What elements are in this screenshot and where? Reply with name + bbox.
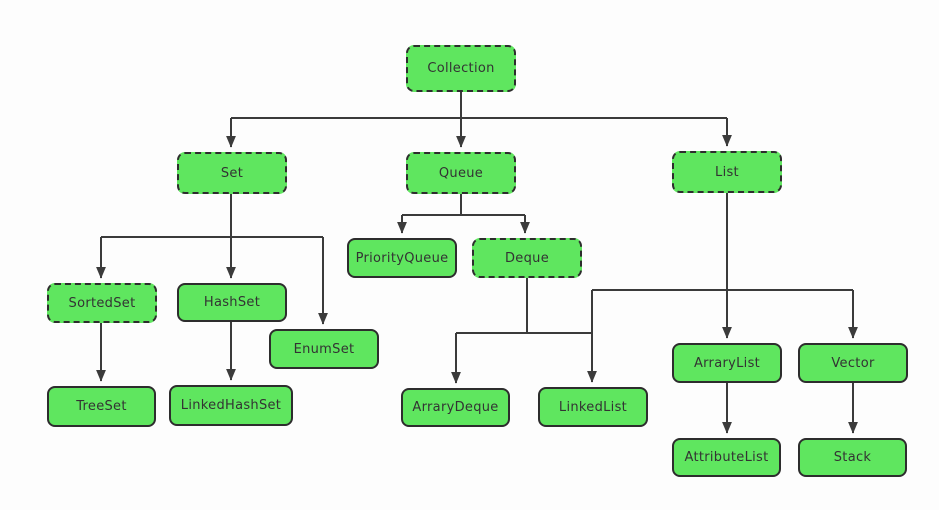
- node-label: ArraryList: [693, 355, 761, 371]
- node-label: HashSet: [203, 295, 261, 310]
- node-label: Collection: [427, 61, 495, 76]
- node-arrarylist: ArraryList: [672, 343, 782, 383]
- node-label: Deque: [505, 250, 549, 266]
- node-treeset: TreeSet: [47, 386, 156, 427]
- node-stack: Stack: [798, 438, 907, 477]
- node-hashset: HashSet: [177, 283, 287, 322]
- node-label: List: [715, 164, 739, 180]
- node-enumset: EnumSet: [269, 329, 379, 369]
- node-linkedlist: LinkedList: [538, 387, 648, 427]
- node-vector: Vector: [798, 343, 908, 383]
- node-queue: Queue: [406, 152, 516, 194]
- node-priorityqueue: PriorityQueue: [347, 238, 457, 278]
- node-linkedhashset: LinkedHashSet: [169, 385, 293, 426]
- node-attributelist: AttributeList: [672, 438, 781, 477]
- node-label: LinkedList: [558, 399, 628, 415]
- node-sortedset: SortedSet: [47, 283, 157, 323]
- node-label: Vector: [831, 355, 875, 371]
- node-label: AttributeList: [684, 450, 769, 465]
- node-deque: Deque: [472, 238, 582, 278]
- node-label: PriorityQueue: [355, 250, 449, 266]
- node-label: EnumSet: [293, 341, 355, 357]
- node-label: SortedSet: [68, 295, 136, 311]
- node-label: Queue: [438, 165, 484, 181]
- node-set: Set: [177, 152, 287, 194]
- node-arrarydeque: ArraryDeque: [401, 388, 510, 427]
- node-label: LinkedHashSet: [180, 398, 282, 413]
- node-list: List: [672, 151, 782, 193]
- node-collection: Collection: [406, 45, 516, 92]
- node-label: ArraryDeque: [412, 400, 499, 415]
- node-label: Stack: [833, 450, 872, 465]
- node-label: TreeSet: [76, 399, 127, 414]
- node-label: Set: [220, 165, 244, 181]
